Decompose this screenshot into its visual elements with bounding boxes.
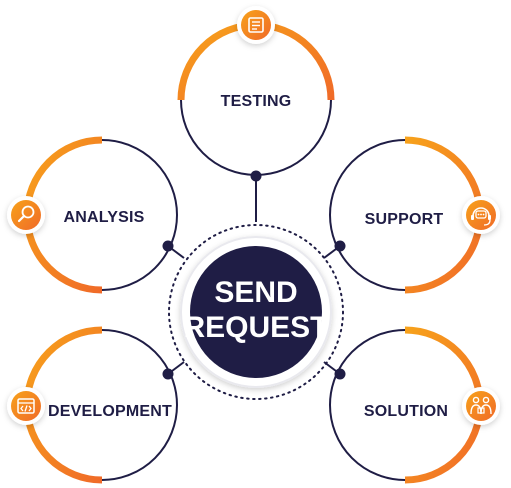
center-label-line1: SEND xyxy=(214,276,297,309)
node-label-solution: SOLUTION xyxy=(364,403,448,420)
node-development: DEVELOPMENT xyxy=(7,326,178,484)
center-node: SEND REQUEST xyxy=(180,236,332,388)
node-analysis: ANALYSIS xyxy=(7,136,178,294)
node-label-analysis: ANALYSIS xyxy=(63,209,144,226)
node-solution: SOLUTION xyxy=(329,326,500,484)
code-window-icon xyxy=(7,387,45,425)
center-dotted-ring xyxy=(168,224,344,400)
node-label-support: SUPPORT xyxy=(365,211,444,228)
center-label-line2: REQUEST xyxy=(183,311,328,344)
node-label-development: DEVELOPMENT xyxy=(48,403,172,420)
node-testing: TESTING xyxy=(177,6,335,182)
headset-chat-icon xyxy=(462,196,500,234)
magnifier-icon xyxy=(7,196,45,234)
team-puzzle-icon xyxy=(462,387,500,425)
node-label-testing: TESTING xyxy=(221,93,292,110)
checklist-icon xyxy=(237,6,275,44)
node-support: SUPPORT xyxy=(329,136,500,294)
